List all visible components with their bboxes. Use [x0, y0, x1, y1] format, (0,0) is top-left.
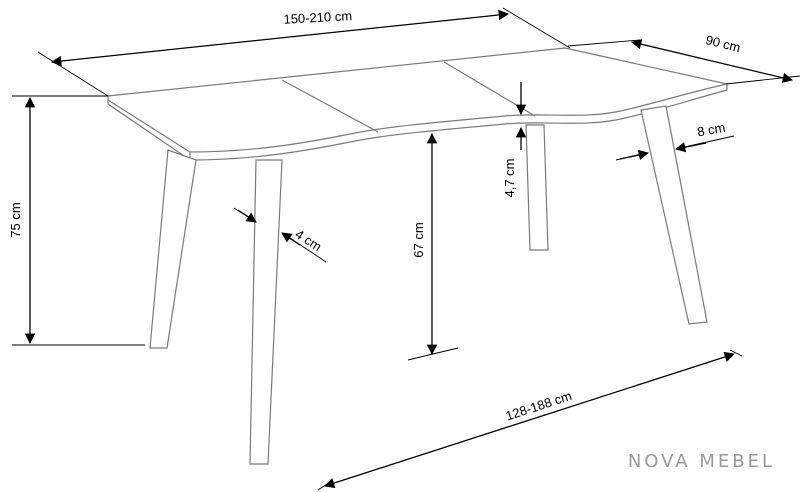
arrow-leg-span	[324, 351, 735, 489]
label-top-thickness: 4,7 cm	[502, 158, 517, 197]
label-length: 150-210 cm	[283, 8, 352, 27]
table-legs	[149, 105, 708, 465]
arrow-leg-front-right	[281, 232, 301, 246]
arrow-leg-front-left	[237, 209, 257, 223]
table-top	[107, 47, 728, 161]
arrow-depth	[630, 39, 794, 83]
arrow-leg-side-left	[619, 149, 650, 161]
leg-back-right	[640, 105, 708, 325]
leg-front-left	[149, 149, 197, 349]
dimension-arrows	[24, 9, 794, 489]
label-leg-span: 128-188 cm	[504, 388, 574, 423]
label-leg-side: 8 cm	[696, 120, 726, 140]
arrow-length	[50, 9, 510, 67]
label-depth: 90 cm	[704, 32, 742, 55]
arrow-leg-side-right	[674, 142, 707, 153]
leg-back-left	[525, 124, 549, 251]
leg-front-right	[249, 159, 283, 465]
brand-watermark: NOVA MEBEL	[627, 451, 775, 472]
label-clearance: 67 cm	[411, 222, 426, 257]
label-height: 75 cm	[8, 202, 23, 237]
